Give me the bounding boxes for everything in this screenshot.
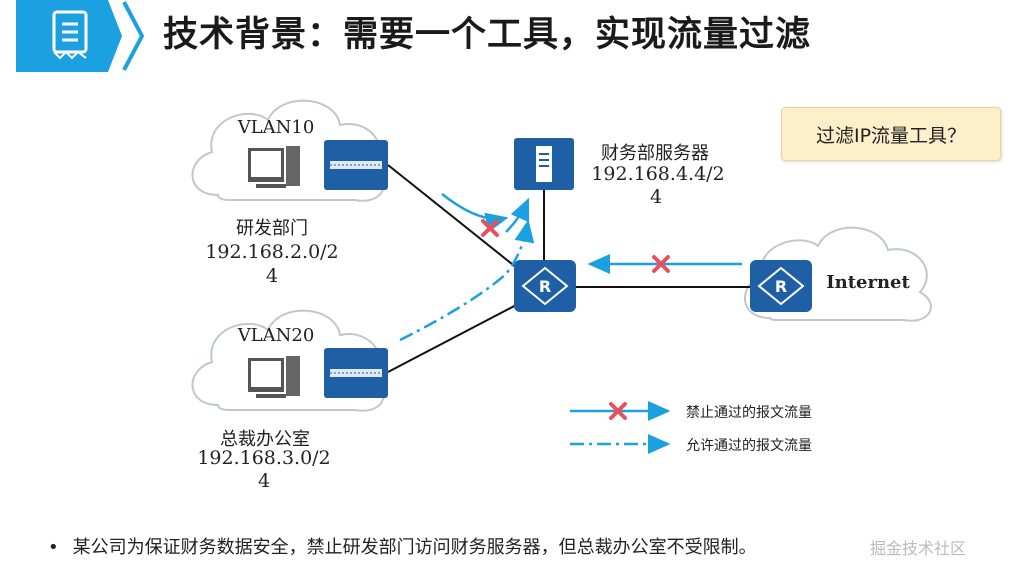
- internet-label: Internet: [826, 272, 910, 293]
- watermark: 掘金技术社区: [870, 539, 967, 558]
- legend-allowed-label: 允许通过的报文流量: [686, 438, 812, 454]
- server-icon: [514, 138, 574, 190]
- vlan10-ip-line1: 192.168.2.0/2: [205, 241, 339, 263]
- vlan10-ip-line2: 4: [265, 265, 279, 287]
- footer-note: • 某公司为保证财务数据安全，禁止研发部门访问财务服务器，但总裁办公室不受限制。: [48, 533, 757, 559]
- title-chevron-icon: [122, 1, 145, 71]
- vlan10-label: VLAN10: [237, 117, 315, 138]
- vlan20-pc-icon: [248, 356, 300, 398]
- vlan10-switch-icon: [324, 140, 388, 190]
- vlan20-switch-icon: [324, 348, 388, 398]
- allowed-flow-vlan20: [399, 219, 535, 342]
- footer-text: 某公司为保证财务数据安全，禁止研发部门访问财务服务器，但总裁办公室不受限制。: [72, 537, 757, 558]
- bullet-marker: •: [48, 537, 59, 558]
- filter-tool-callout: 过滤IP流量工具？: [781, 107, 1001, 161]
- edge-router-icon: R: [750, 260, 812, 312]
- legend-denied-label: 禁止通过的报文流量: [686, 405, 812, 421]
- server-ip-line1: 192.168.4.4/2: [591, 163, 725, 185]
- vlan20-dept-label: 总裁办公室: [220, 429, 310, 450]
- vlan20-label: VLAN20: [237, 325, 315, 346]
- vlan20-ip-line2: 4: [257, 470, 271, 492]
- deny-cross-icon: [481, 219, 499, 237]
- vlan10-dept-label: 研发部门: [236, 218, 308, 239]
- deny-cross-icon: [652, 255, 670, 273]
- denied-flow-vlan10: [441, 193, 509, 233]
- document-icon: [16, 0, 122, 72]
- network-diagram: R R: [191, 99, 932, 454]
- server-ip-line2: 4: [649, 186, 663, 208]
- server-label: 财务部服务器: [601, 143, 709, 164]
- vlan20-ip-line1: 192.168.3.0/2: [197, 447, 331, 469]
- svg-text:R: R: [539, 277, 551, 296]
- title-bar: 技术背景：需要一个工具，实现流量过滤: [0, 0, 1012, 74]
- legend-deny-cross-icon: [609, 402, 627, 420]
- core-router-icon: R: [514, 260, 576, 312]
- svg-text:R: R: [775, 277, 787, 296]
- vlan10-pc-icon: [248, 146, 300, 188]
- page-title: 技术背景：需要一个工具，实现流量过滤: [163, 15, 812, 55]
